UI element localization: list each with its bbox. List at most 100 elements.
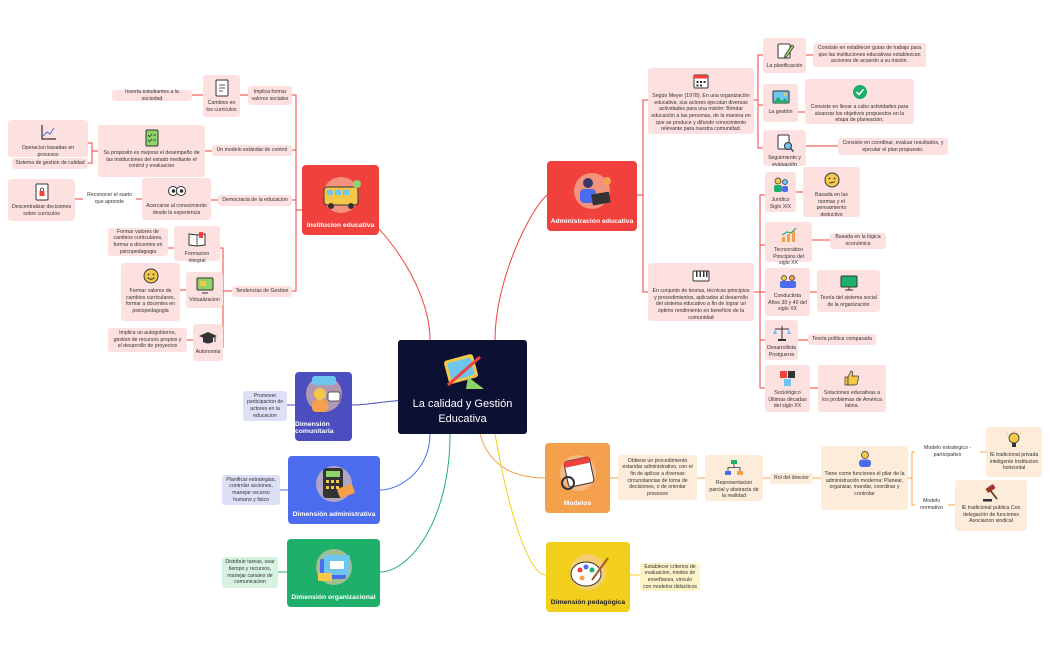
sociologico-desc-node[interactable]: Soluciones educativas a los problemas de… [818, 365, 886, 412]
gavel-icon [983, 484, 998, 502]
gestion-label: La gestión [768, 109, 793, 115]
formar-valores-1[interactable]: Formar valores de cambios curriculares, … [108, 228, 168, 256]
conductista-desc-node[interactable]: Teoría del sistema social de la organiza… [817, 270, 880, 312]
virtualizacion-label: Virtualizacion [189, 297, 220, 303]
modelo-estandar-control[interactable]: Un modelo estándar de control [212, 145, 292, 156]
cambios-curriculos-label: Cambios en los curriculos [206, 100, 237, 113]
check-badge-icon [852, 85, 867, 99]
branch-administrativa-label: Dimensión administrativa [292, 511, 376, 518]
lock-document-icon [35, 183, 48, 201]
lightbulb-icon [1006, 430, 1022, 447]
branch-dimension-administrativa[interactable]: Dimensión administrativa [288, 456, 380, 524]
democracia-educacion[interactable]: Democracia de la educacion [218, 195, 292, 206]
person-laptop-icon [574, 173, 611, 209]
scales-icon [772, 326, 791, 341]
representacion-label: Representacion parcial y abstracta de la… [709, 480, 759, 500]
checklist-icon [145, 129, 158, 147]
implica-formar-valores[interactable]: Implica formar valores sociales [248, 86, 292, 105]
implica-autogobierno[interactable]: Implica un autogobierno, gestion de recu… [108, 328, 187, 352]
organizacional-desc[interactable]: Distribuir tareas, usar tiempo y recurso… [222, 557, 278, 588]
graph-axes-icon [41, 125, 56, 140]
seguimiento-desc[interactable]: Consiste en coordinar, evaluar resultado… [838, 138, 948, 155]
calendar-search-icon [559, 455, 596, 491]
branch-administracion-label: Administración educativa [550, 218, 634, 225]
obtiene-procedimiento[interactable]: Obtiene un procedimiento estandar admini… [618, 455, 697, 500]
reconocer-sujeto[interactable]: Reconocer el sueto que aprende [87, 192, 132, 205]
branch-dimension-pedagogica[interactable]: Dimensión pedagógica [546, 542, 630, 612]
juridico-desc-label: Basada en las normas y el pensamiento de… [815, 192, 848, 218]
school-bus-icon [322, 177, 361, 213]
branch-institucion-educativa[interactable]: Institucion educativa [302, 165, 379, 235]
modelo-estrategico[interactable]: Modelo estrategico - participativo [924, 445, 971, 458]
thumbs-up-icon [844, 370, 860, 386]
smiley-icon [143, 268, 158, 284]
representacion-node[interactable]: Representacion parcial y abstracta de la… [705, 455, 763, 501]
conjunto-label: En conjunto de teorias, técnicas princip… [652, 288, 750, 321]
inserta-estudiantes[interactable]: Inserta estudiantes a la sociedad [112, 89, 192, 102]
tecnocratico-desc[interactable]: Basada en la lógica económica [830, 233, 886, 249]
desarrollista-node[interactable]: Desarrollista Postguerra [765, 320, 798, 360]
edit-document-icon [777, 43, 794, 59]
modelo-normativo[interactable]: Modelo normativo [920, 498, 943, 511]
acercarse-label: Acercarse al conocimiento desde la exper… [146, 203, 207, 216]
normativo-desc-label: IE tradicional publica Con delegación de… [961, 505, 1021, 525]
conductista-node[interactable]: Conductista Años 30 y 40 del siglo XX [765, 268, 810, 316]
director-person-icon [858, 451, 871, 467]
autonomia-node[interactable]: Autonomia [193, 324, 223, 361]
branch-institucion-label: Institucion educativa [306, 222, 375, 229]
normativo-desc-node[interactable]: IE tradicional publica Con delegación de… [955, 480, 1027, 531]
sociologico-desc-label: Soluciones educativas a los problemas de… [822, 390, 882, 410]
juridico-label: Jurídico Siglo XIX [769, 197, 792, 210]
formacion-integral-node[interactable]: Formacion integral [174, 226, 220, 264]
gestion-desc-label: Consiste en llevar a cabo actividades pa… [810, 104, 909, 124]
formar-valores-2-node[interactable]: Formar valores de cambios curriculares, … [121, 263, 180, 321]
meyer-node[interactable]: Según Meyer (1978): En una organización … [648, 68, 754, 134]
tiene-funciones-node[interactable]: Tiene como funciones el pilar de la admi… [821, 446, 908, 510]
planificacion-node[interactable]: La planificación [763, 38, 806, 73]
book-icon [188, 232, 206, 247]
comunitaria-desc[interactable]: Promover participacion de actores en la … [243, 391, 287, 421]
rol-director[interactable]: Rol del director [770, 473, 813, 484]
eyes-icon [167, 186, 186, 196]
branch-administracion-educativa[interactable]: Administración educativa [547, 161, 637, 231]
sociologico-node[interactable]: Sociológico Últimas décadas del siglo XX [765, 365, 810, 412]
pedagogica-desc[interactable]: Establecer criterios de evaluacion, modo… [640, 563, 700, 591]
tendencias-gestion[interactable]: Tendencias de Gestion [232, 286, 292, 297]
hierarchy-icon [725, 460, 743, 475]
seguimiento-node[interactable]: Seguimiento y evaluación [763, 130, 806, 168]
planificacion-desc[interactable]: Consiste en establecer guías de trabajo … [813, 43, 926, 67]
sociologico-label: Sociológico Últimas décadas del siglo XX [768, 390, 807, 410]
branch-dimension-comunitaria[interactable]: Dimensión comunitaria [295, 372, 352, 441]
document-icon [215, 79, 228, 97]
estrategico-desc-label: IE tradicional privada inteligente Insti… [989, 452, 1039, 472]
tecnocratico-node[interactable]: Tecnocrático Principios del siglo XX [765, 222, 812, 266]
tecnocratico-label: Tecnocrático Principios del siglo XX [773, 247, 804, 267]
sistema-gestion-calidad[interactable]: Sistema de gestion de calidad [12, 158, 88, 169]
central-topic[interactable]: La calidad y Gestión Educativa [398, 340, 527, 434]
desarrollista-desc[interactable]: Teoría política comparada [808, 334, 876, 345]
descentralizar-label: Descentralizar decisiones sobre curricul… [11, 204, 72, 217]
education-tools-illustration [443, 354, 484, 390]
juridico-desc-node[interactable]: Basada en las normas y el pensamiento de… [803, 167, 860, 218]
operacion-procesos-node[interactable]: Operacion basadas en procesos [8, 120, 88, 158]
conjunto-node[interactable]: En conjunto de teorias, técnicas princip… [648, 263, 754, 321]
branch-dimension-organizacional[interactable]: Dimensión organizacional [287, 539, 380, 607]
blocks-icon [779, 371, 795, 386]
juridico-node[interactable]: Jurídico Siglo XIX [765, 172, 796, 212]
piano-icon [692, 270, 710, 282]
acercarse-conocimiento-node[interactable]: Acercarse al conocimiento desde la exper… [142, 178, 211, 220]
gestion-node[interactable]: La gestión [763, 84, 798, 122]
proposito-node[interactable]: Su proposito es mejorar el desempeño de … [98, 125, 205, 177]
administrativa-desc[interactable]: Planificar estrategias, controlar accion… [222, 475, 280, 505]
branch-comunitaria-label: Dimensión comunitaria [295, 421, 334, 435]
descentralizar-node[interactable]: Descentralizar decisiones sobre curricul… [8, 179, 75, 221]
people-icon [773, 177, 788, 192]
cambios-curriculos-node[interactable]: Cambios en los curriculos [203, 75, 240, 117]
virtualizacion-node[interactable]: Virtualizacion [186, 272, 223, 308]
virtual-screen-icon [196, 277, 213, 294]
operacion-procesos-label: Operacion basadas en procesos [21, 145, 75, 158]
branch-modelos[interactable]: Modelos [545, 443, 610, 513]
gestion-desc-node[interactable]: Consiste en llevar a cabo actividades pa… [805, 79, 914, 124]
estrategico-desc-node[interactable]: IE tradicional privada inteligente Insti… [986, 427, 1042, 477]
proposito-label: Su proposito es mejorar el desempeño de … [103, 150, 200, 170]
